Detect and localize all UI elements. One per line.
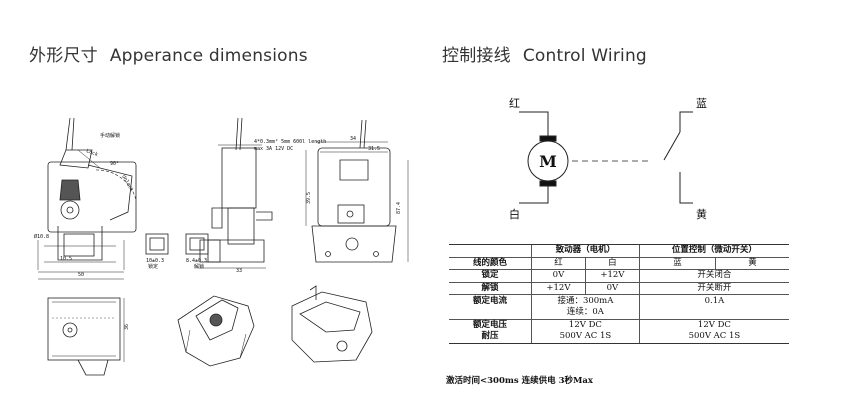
side-view-drawing	[198, 117, 273, 269]
table-row-current-2: 连续：0A	[449, 306, 789, 320]
dim-40-8: Ø10.8	[34, 233, 49, 240]
motor-white-wire	[519, 186, 549, 204]
rear-view-drawing	[305, 119, 409, 263]
cable-spec-1: 4*0.3mm² 5mm 600l length	[254, 139, 326, 145]
table-row-voltage: 额定电压 12V DC 12V DC	[449, 318, 789, 332]
table-row-lock: 锁定 0V +12V 开关闭合	[449, 269, 789, 283]
isometric-view-1-drawing	[177, 295, 255, 367]
dimensions-heading-en: Apperance dimensions	[109, 46, 308, 66]
lock-label: Lock	[85, 148, 98, 158]
row-label: 耐压	[449, 331, 532, 344]
motor-symbol	[527, 140, 569, 182]
dim-10-0-3: 10±0.3	[146, 258, 164, 264]
dim-34: 34	[350, 136, 356, 142]
cell-p-line2: 500V AC 1S	[638, 331, 789, 344]
switch-blue-wire	[679, 111, 693, 132]
cell-a2: 0V	[584, 281, 640, 295]
dim-8-4: 8.4±0.3	[186, 258, 207, 264]
cell-a-line1: 12V DC	[531, 318, 640, 332]
dim-33: 33	[236, 268, 242, 274]
cell-p: 开关断开	[638, 281, 789, 295]
spec-table: 致动器（电机） 位置控制（微动开关） 线的颜色 红 白 蓝 黄 锁定 0V +1…	[449, 244, 789, 344]
wiring-diagram: M 红 白 蓝 黄	[509, 97, 707, 221]
cell-p-line1: 12V DC	[638, 318, 789, 332]
cell-a1: 红	[531, 256, 586, 270]
unlock-small-label: 解锁	[194, 263, 204, 270]
isometric-view-2-drawing	[291, 285, 373, 363]
table-header-row: 致动器（电机） 位置控制（微动开关）	[449, 244, 789, 258]
table-row-current: 额定电流 接通：300mA 0.1A	[449, 294, 789, 307]
cell-a2: 白	[584, 256, 640, 270]
dimensions-heading-zh: 外形尺寸	[29, 46, 98, 66]
dim-39-5: 39.5	[306, 192, 312, 204]
cable-spec-2: max 3A 12V DC	[254, 146, 293, 152]
header-actuator: 致动器（电机）	[531, 244, 640, 258]
angle-label: 90°	[110, 161, 119, 167]
wiring-heading-zh: 控制接线	[442, 46, 511, 66]
activation-note: 激活时间<300ms 连续供电 3秒Max	[446, 376, 593, 386]
header-empty-cell	[449, 244, 532, 258]
cell-a1: 0V	[531, 269, 586, 283]
dimension-drawings: 手动解锁 Lock Unlock 90° 4*0.3mm² 5mm 600l l…	[34, 117, 409, 376]
cell-a-line1: 接通：300mA	[531, 294, 640, 307]
lock-small-label: 锁定	[148, 263, 158, 270]
switch-yellow-label: 黄	[696, 207, 707, 221]
motor-m-label: M	[539, 152, 557, 171]
row-label: 额定电压	[449, 318, 532, 332]
cell-p: 0.1A	[638, 294, 789, 307]
row-label: 解锁	[449, 281, 532, 295]
row-label: 额定电流	[449, 294, 532, 307]
cell-a-line2: 连续：0A	[531, 306, 640, 320]
dim-36: 36	[124, 324, 130, 330]
motor-red-wire	[519, 111, 549, 136]
cell-a2: +12V	[584, 269, 640, 283]
table-row-unlock: 解锁 +12V 0V 开关断开	[449, 281, 789, 295]
table-row-withstand: 耐压 500V AC 1S 500V AC 1S	[449, 331, 789, 344]
table-row-colors: 线的颜色 红 白 蓝 黄	[449, 256, 789, 270]
motor-terminal-top	[539, 135, 557, 142]
bottom-view-drawing	[47, 297, 125, 376]
switch-contact	[663, 131, 681, 161]
motor-terminal-bottom	[539, 180, 557, 187]
row-label: 线的颜色	[449, 256, 532, 270]
dimensions-heading: 外形尺寸 Apperance dimensions	[29, 41, 308, 66]
cell-p1: 蓝	[638, 256, 716, 270]
front-view-drawing	[37, 117, 137, 280]
dim-87-4: 87.4	[396, 202, 402, 214]
switch-blue-label: 蓝	[696, 97, 707, 110]
cell-p: 开关闭合	[638, 269, 789, 283]
row-label: 锁定	[449, 269, 532, 283]
header-position: 位置控制（微动开关）	[638, 244, 789, 258]
wiring-heading-en: Control Wiring	[522, 46, 647, 66]
motor-red-label: 红	[509, 97, 520, 110]
wiring-heading: 控制接线 Control Wiring	[442, 41, 647, 66]
cell-a-line2: 500V AC 1S	[531, 331, 640, 344]
dim-50: 50	[78, 272, 84, 278]
manual-unlock-label: 手动解锁	[100, 132, 120, 139]
switch-yellow-wire	[679, 172, 693, 204]
cell-a1: +12V	[531, 281, 586, 295]
dim-10-5: 10.5	[60, 256, 72, 262]
cell-p2: 黄	[715, 256, 789, 270]
connector-detail-drawing	[145, 233, 209, 255]
dim-31-5: 31.5	[368, 146, 380, 152]
motor-white-label: 白	[509, 207, 520, 221]
